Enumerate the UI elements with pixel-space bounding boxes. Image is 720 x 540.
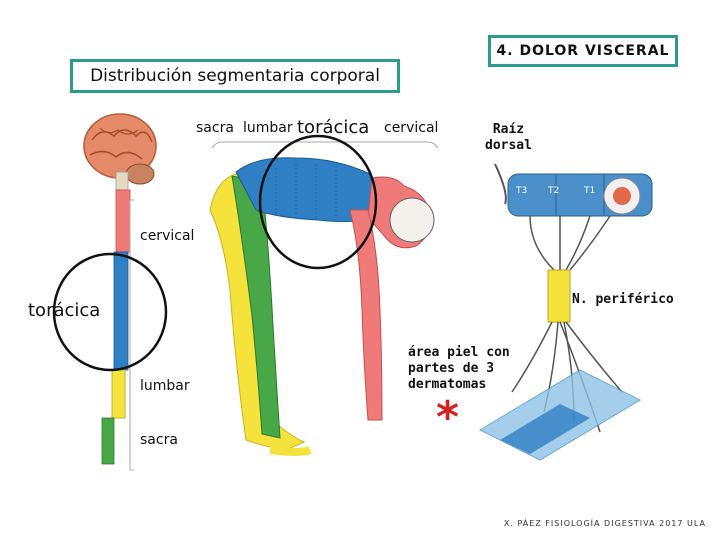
dorsal-root-label: Raíz dorsal (485, 122, 532, 154)
credit-line: X. PÁEZ FISIOLOGÍA DIGESTIVA 2017 ULA (503, 519, 706, 528)
section-heading: 4. DOLOR VISCERAL (488, 35, 678, 67)
skin-note-line1: área piel con (408, 345, 510, 360)
segment-t3: T3 (516, 186, 528, 196)
skin-note-line3: dermatomas (408, 377, 487, 392)
segment-t2: T2 (548, 186, 560, 196)
brain-illustration (83, 113, 157, 185)
body-label-sacra: sacra (196, 120, 234, 136)
peripheral-nerve-label: N. periférico (572, 292, 674, 307)
highlight-circle-spine (52, 252, 168, 372)
spine-label-toracica: torácica (28, 300, 101, 321)
highlight-circle-body (258, 134, 378, 270)
dorsal-root-line1: Raíz (492, 122, 525, 137)
spine-label-sacra: sacra (140, 432, 178, 448)
skin-area-note: área piel con partes de 3 dermatomas (408, 345, 510, 393)
page-title: Distribución segmentaria corporal (70, 59, 400, 93)
body-label-lumbar: lumbar (243, 120, 293, 136)
skin-note-line2: partes de 3 (408, 361, 495, 376)
asterisk-icon: * (436, 392, 460, 443)
spinal-cord (101, 171, 134, 471)
spine-label-lumbar: lumbar (140, 378, 190, 394)
body-figure (209, 157, 435, 456)
spine-label-cervical: cervical (140, 228, 195, 244)
dorsal-root-line2: dorsal (485, 138, 532, 153)
body-label-cervical: cervical (384, 120, 439, 136)
body-label-toracica: torácica (297, 117, 370, 138)
nerve-diagram (478, 163, 653, 461)
segment-t1: T1 (584, 186, 596, 196)
segment-bracket (211, 141, 439, 149)
